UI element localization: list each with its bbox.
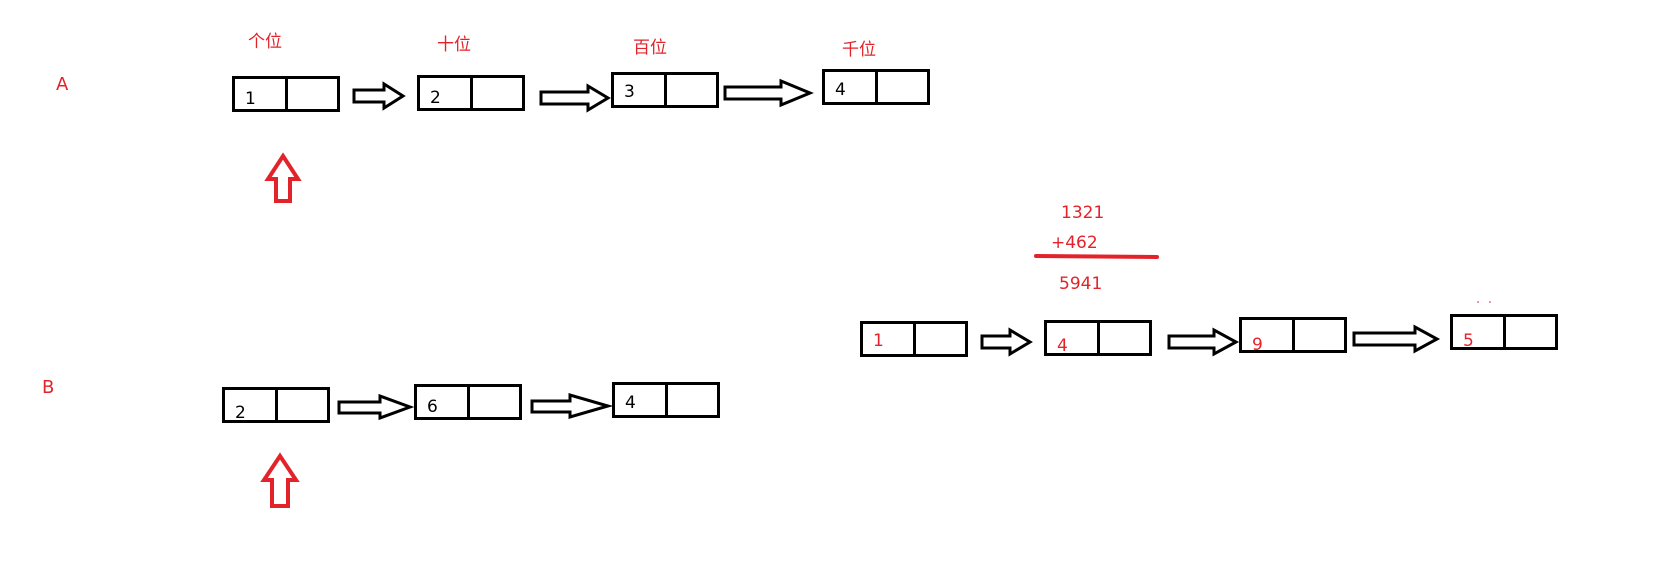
node-value: 2 — [430, 88, 441, 108]
node-divider — [275, 390, 278, 420]
right-arrow-icon — [530, 393, 614, 419]
list-b-node-1: 2 — [222, 387, 330, 423]
node-divider — [875, 72, 878, 102]
sum-result: 5941 — [1059, 274, 1103, 294]
list-a-label: A — [56, 74, 69, 95]
list-b-node-2: 6 — [414, 384, 522, 420]
list-a-node-1: 1 — [232, 76, 340, 112]
node-value: 5 — [1463, 331, 1474, 351]
pointer-up-arrow-icon — [260, 452, 300, 508]
list-b-label: B — [42, 377, 55, 398]
node-value: 1 — [873, 331, 884, 351]
node-value: 9 — [1252, 335, 1263, 355]
place-label-hundreds: 百位 — [633, 38, 667, 58]
pointer-up-arrow-icon — [264, 152, 302, 203]
list-b-node-3: 4 — [612, 382, 720, 418]
right-arrow-icon — [539, 83, 611, 113]
right-arrow-icon — [1167, 327, 1240, 357]
node-value: 2 — [235, 403, 246, 423]
node-value: 1 — [245, 89, 256, 109]
stray-mark — [1477, 301, 1479, 303]
node-divider — [467, 387, 470, 417]
node-value: 4 — [835, 80, 846, 100]
node-divider — [285, 79, 288, 109]
place-label-ones: 个位 — [248, 32, 282, 52]
sum-addend-1: 1321 — [1061, 203, 1105, 223]
list-a-node-4: 4 — [822, 69, 930, 105]
node-value: 4 — [1057, 336, 1068, 356]
place-label-thousands: 千位 — [842, 40, 876, 60]
node-divider — [470, 78, 473, 108]
place-label-tens: 十位 — [437, 35, 471, 55]
sum-underline — [1034, 254, 1159, 259]
node-value: 6 — [427, 397, 438, 417]
sum-node-4: 5 — [1450, 314, 1558, 350]
list-a-node-2: 2 — [417, 75, 525, 111]
stray-mark — [1489, 301, 1491, 303]
sum-node-2: 4 — [1044, 320, 1152, 356]
right-arrow-icon — [723, 78, 814, 108]
right-arrow-icon — [980, 327, 1033, 357]
right-arrow-icon — [1352, 324, 1441, 354]
node-divider — [664, 75, 667, 105]
node-value: 3 — [624, 82, 635, 102]
right-arrow-icon — [337, 393, 415, 421]
node-value: 4 — [625, 393, 636, 413]
node-divider — [913, 324, 916, 354]
right-arrow-icon — [352, 81, 406, 111]
sum-node-3: 9 — [1239, 317, 1347, 355]
node-divider — [665, 385, 668, 415]
node-divider — [1097, 323, 1100, 353]
node-divider — [1292, 320, 1295, 350]
sum-node-1: 1 — [860, 321, 968, 357]
sum-addend-2: +462 — [1051, 233, 1098, 253]
node-divider — [1503, 317, 1506, 347]
list-a-node-3: 3 — [611, 72, 719, 108]
